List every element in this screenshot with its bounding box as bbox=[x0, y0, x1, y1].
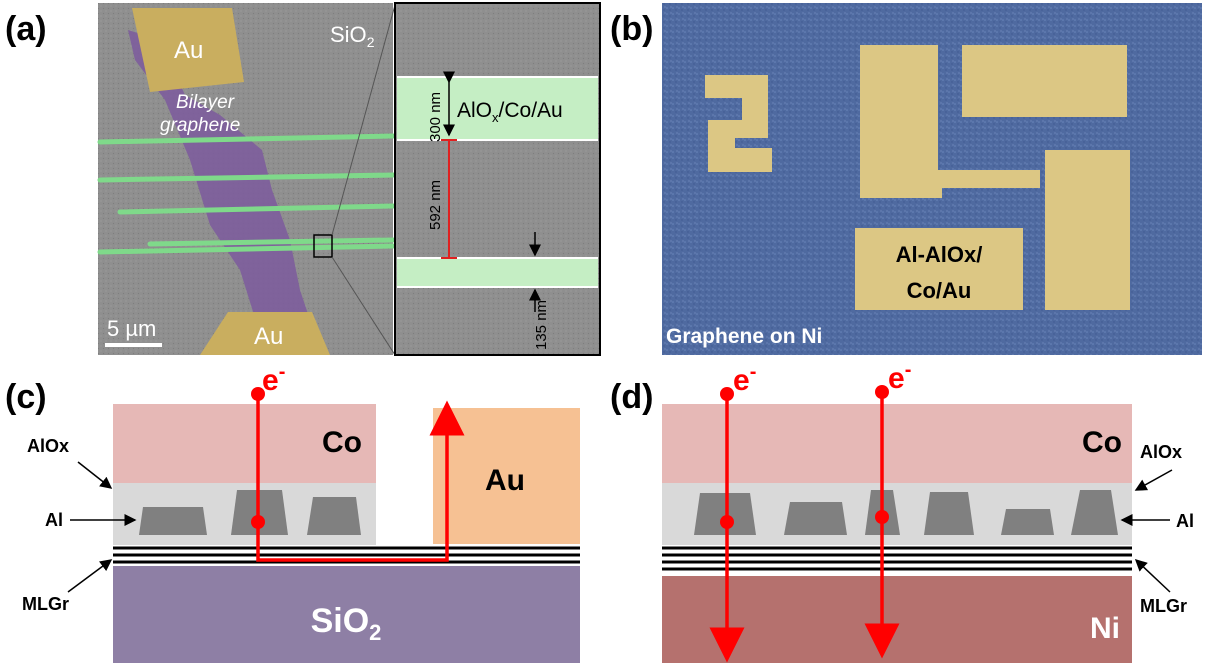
mlgr-label: MLGr bbox=[1140, 596, 1187, 616]
marker-digit bbox=[705, 75, 772, 172]
stack-label-sub: x bbox=[492, 110, 499, 125]
bilayer-label-1: Bilayer bbox=[176, 92, 235, 113]
contact-labelled bbox=[855, 228, 1023, 310]
al-island bbox=[307, 497, 361, 535]
stack-stripe-bottom bbox=[397, 258, 598, 287]
dim-135-label: 135 nm bbox=[533, 300, 550, 350]
au-top-label: Au bbox=[174, 37, 203, 64]
panel-d-label: (d) bbox=[610, 378, 653, 416]
au-label: Au bbox=[485, 464, 525, 497]
zoom-box bbox=[313, 234, 333, 258]
al-island bbox=[1071, 490, 1118, 535]
electron-dot bbox=[875, 385, 889, 399]
sio2-text: SiO bbox=[330, 22, 367, 47]
alox-label: AlOx bbox=[1140, 442, 1182, 462]
sio2-substrate bbox=[113, 566, 580, 663]
al-island bbox=[784, 502, 847, 535]
panel-b-label: (b) bbox=[610, 10, 653, 48]
al-island bbox=[1001, 509, 1054, 535]
contact-right bbox=[1045, 150, 1130, 310]
co-layer bbox=[113, 404, 376, 483]
sio2-label: SiO2 bbox=[330, 22, 375, 50]
electron-path bbox=[256, 394, 465, 562]
co-label: Co bbox=[1082, 426, 1122, 459]
tunnel-dot bbox=[875, 510, 889, 524]
au-bottom-label: Au bbox=[254, 323, 283, 350]
electron-text: e bbox=[262, 364, 279, 397]
electron-sup: - bbox=[905, 359, 912, 381]
stack-label-b: /Co/Au bbox=[499, 99, 563, 122]
sio2-substrate-label: SiO2 bbox=[311, 602, 382, 645]
co-label: Co bbox=[322, 426, 362, 459]
electron-label-2: e- bbox=[888, 359, 911, 395]
au-pad-top bbox=[132, 8, 244, 92]
sem-zoom-image: AlOx/Co/Au 300 nm 592 nm 135 nm bbox=[394, 2, 601, 356]
stack-label-a: AlO bbox=[457, 99, 492, 122]
co-layer bbox=[662, 404, 1132, 483]
graphene-layers bbox=[113, 546, 580, 564]
substrate-label: Graphene on Ni bbox=[666, 325, 822, 348]
electron-dot bbox=[720, 387, 734, 401]
electron-dot bbox=[251, 387, 265, 401]
al-island bbox=[694, 493, 756, 535]
tunnel-dot bbox=[720, 515, 734, 529]
al-label: Al bbox=[45, 510, 63, 530]
optical-image: Al-AlOx/ Co/Au Graphene on Ni bbox=[662, 3, 1202, 355]
stack-stripe-top bbox=[397, 77, 598, 140]
scale-bar-label: 5 µm bbox=[107, 316, 156, 341]
contact-label-1: Al-AlOx/ bbox=[896, 242, 983, 267]
electron-sup: - bbox=[279, 361, 286, 383]
contact-l bbox=[860, 45, 1040, 198]
schematic-d: Ni Co e- e- AlOx Al MLGr bbox=[662, 359, 1194, 663]
contact-label-2: Co/Au bbox=[907, 278, 972, 303]
electrode-lines bbox=[97, 133, 396, 255]
electron-text: e bbox=[888, 362, 905, 395]
panel-c-label: (c) bbox=[5, 378, 47, 416]
ni-substrate bbox=[662, 576, 1132, 663]
tunnel-dot bbox=[251, 515, 265, 529]
contact-top-right bbox=[962, 45, 1127, 117]
al-label: Al bbox=[1176, 511, 1194, 531]
electron-text: e bbox=[733, 364, 750, 397]
bilayer-label-2: graphene bbox=[160, 115, 240, 136]
alox-label: AlOx bbox=[27, 436, 69, 456]
al-island bbox=[139, 507, 207, 535]
mlgr-label: MLGr bbox=[22, 594, 69, 614]
panel-a-label: (a) bbox=[5, 10, 47, 48]
ni-label: Ni bbox=[1090, 612, 1120, 645]
electron-label: e- bbox=[262, 361, 285, 397]
sio2-subscript: 2 bbox=[367, 34, 375, 50]
schematic-c: SiO2 Co Au e- AlOx Al MLGr bbox=[22, 361, 580, 663]
electron-label-1: e- bbox=[733, 361, 756, 397]
zoom-line-bottom bbox=[331, 256, 396, 356]
zoom-line-top bbox=[331, 4, 396, 236]
electron-sup: - bbox=[750, 361, 757, 383]
al-island bbox=[924, 492, 974, 535]
dim-592-label: 592 nm bbox=[427, 180, 444, 230]
stack-label: AlOx/Co/Au bbox=[457, 99, 563, 125]
graphene-layers bbox=[662, 546, 1132, 571]
sio2-substrate-sub: 2 bbox=[369, 620, 381, 645]
sio2-substrate-text: SiO bbox=[311, 602, 370, 640]
au-pad-bottom bbox=[200, 312, 330, 355]
dim-300-label: 300 nm bbox=[427, 92, 444, 142]
sem-image: 5 µm Au Au SiO2 Bilayer graphene bbox=[97, 3, 396, 355]
